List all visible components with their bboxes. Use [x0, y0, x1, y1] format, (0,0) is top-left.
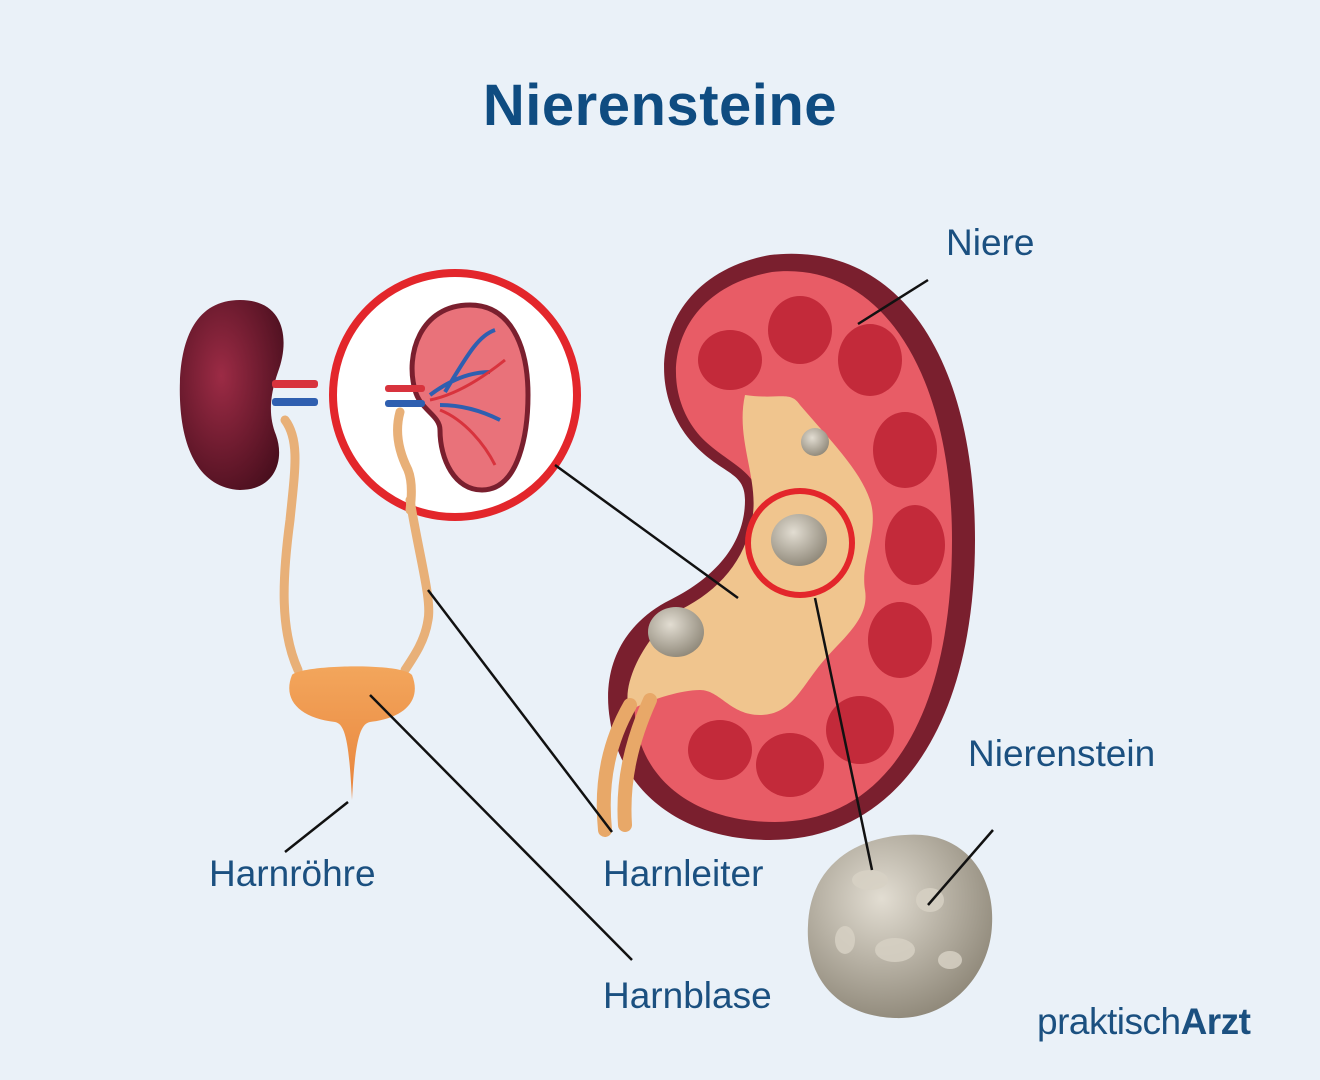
leader-line-harnleiter	[427, 589, 613, 833]
label-niere: Niere	[946, 222, 1035, 263]
page-title: Nierensteine	[482, 73, 838, 138]
label-nierenstein: Nierenstein	[968, 733, 1156, 774]
leader-line-nierenstein	[927, 829, 994, 906]
large-kidney-cross-section	[596, 253, 975, 841]
label-harnleiter: Harnleiter	[603, 853, 764, 894]
logo-part-praktisch: praktisch	[1037, 1001, 1181, 1042]
magnified-kidney-circle	[329, 269, 581, 521]
kidney-stone-magnified	[807, 834, 993, 1019]
leader-line-stone	[813, 597, 874, 871]
small-kidney	[179, 300, 318, 675]
ureter-right	[400, 495, 434, 675]
leader-line-magnifier	[554, 463, 739, 600]
leader-line-harnroehre	[284, 801, 349, 853]
leader-line-harnblase	[369, 694, 633, 961]
logo-part-arzt: Arzt	[1180, 1001, 1251, 1042]
label-harnroehre: Harnröhre	[209, 853, 376, 894]
label-harnblase: Harnblase	[603, 975, 772, 1016]
bladder	[289, 666, 415, 800]
brand-logo: praktischArzt	[1037, 1001, 1251, 1043]
leader-line-niere	[857, 278, 929, 326]
